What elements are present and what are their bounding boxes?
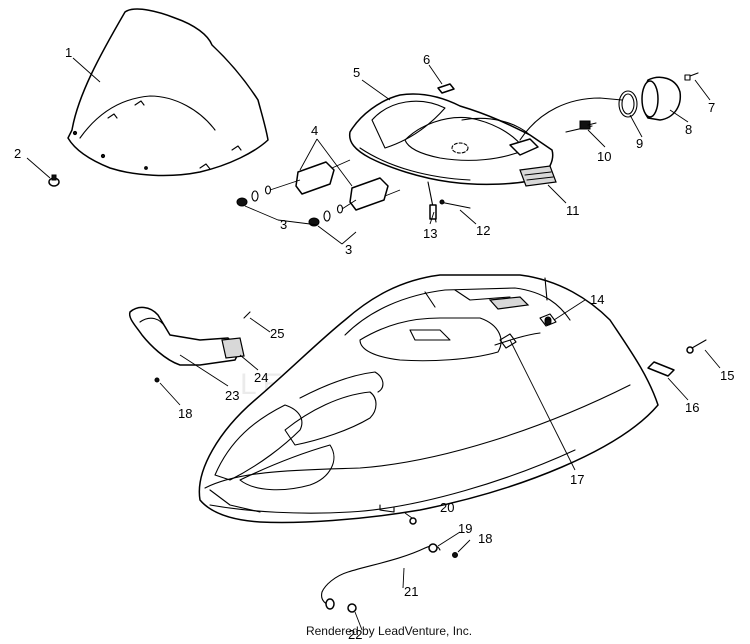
callout-7: 7 xyxy=(708,100,715,115)
callout-16: 16 xyxy=(685,400,699,415)
bulb-socket xyxy=(565,120,597,133)
callout-3a: 3 xyxy=(280,217,287,232)
side-bracket xyxy=(128,306,251,383)
callout-17: 17 xyxy=(570,472,584,487)
footer-text: Rendered by LeadVenture, Inc. xyxy=(305,624,473,638)
windshield-screw xyxy=(48,174,60,187)
callout-3b: 3 xyxy=(345,242,352,257)
clip-and-strap xyxy=(427,181,471,223)
callout-13: 13 xyxy=(423,226,437,241)
callout-2: 2 xyxy=(14,146,21,161)
callout-4: 4 xyxy=(311,123,318,138)
callout-8: 8 xyxy=(685,122,692,137)
console-dash xyxy=(348,93,554,186)
callout-19: 19 xyxy=(458,521,472,536)
callout-1: 1 xyxy=(65,45,72,60)
callout-11: 11 xyxy=(566,203,580,218)
callout-14: 14 xyxy=(590,292,604,307)
callout-5: 5 xyxy=(353,65,360,80)
callout-12: 12 xyxy=(476,223,490,238)
callout-18b: 18 xyxy=(478,531,492,546)
callout-20: 20 xyxy=(440,500,454,515)
callout-23: 23 xyxy=(225,388,239,403)
footer-credit: Rendered by LeadVenture, Inc. xyxy=(0,624,750,638)
callout-15: 15 xyxy=(720,368,734,383)
hood-latch xyxy=(647,339,707,377)
leader-lines xyxy=(26,57,721,631)
callout-25: 25 xyxy=(270,326,284,341)
foam-pad xyxy=(519,165,557,187)
gauge-assembly xyxy=(519,72,699,141)
callout-10: 10 xyxy=(597,149,611,164)
hood xyxy=(198,274,659,524)
gauge-lamp xyxy=(437,83,455,94)
windshield xyxy=(67,8,269,177)
callout-21: 21 xyxy=(404,584,418,599)
callout-24: 24 xyxy=(254,370,268,385)
callout-6: 6 xyxy=(423,52,430,67)
callout-labels: 1 2 3 3 4 5 6 7 8 9 10 11 12 13 14 15 16… xyxy=(14,45,734,642)
callout-9: 9 xyxy=(636,136,643,151)
hood-nut xyxy=(544,318,552,326)
callout-22: 22 xyxy=(348,627,362,642)
hood-cable xyxy=(321,517,458,613)
brackets-upper xyxy=(236,159,401,227)
callout-18a: 18 xyxy=(178,406,192,421)
